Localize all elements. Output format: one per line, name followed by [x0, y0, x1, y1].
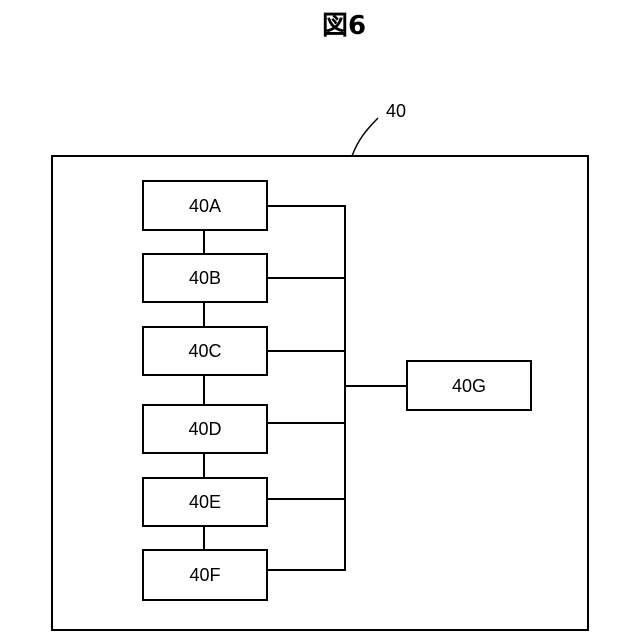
- block-40g-label: 40G: [452, 376, 486, 396]
- block-40c: 40C: [143, 327, 267, 375]
- reference-numeral: 40: [386, 101, 406, 121]
- bus-lines: [267, 205, 407, 571]
- figure-caption: 図6: [322, 11, 366, 41]
- block-40b-label: 40B: [189, 268, 221, 288]
- reference-leader-line: [352, 118, 378, 156]
- block-40e: 40E: [143, 478, 267, 526]
- block-40a: 40A: [143, 181, 267, 230]
- block-40c-label: 40C: [188, 341, 221, 361]
- block-40a-label: 40A: [189, 196, 221, 216]
- block-40b: 40B: [143, 254, 267, 302]
- block-40g: 40G: [407, 361, 531, 410]
- block-40e-label: 40E: [189, 492, 221, 512]
- block-40f-label: 40F: [189, 565, 220, 585]
- block-40d-label: 40D: [188, 419, 221, 439]
- block-40f: 40F: [143, 550, 267, 600]
- block-40d: 40D: [143, 405, 267, 453]
